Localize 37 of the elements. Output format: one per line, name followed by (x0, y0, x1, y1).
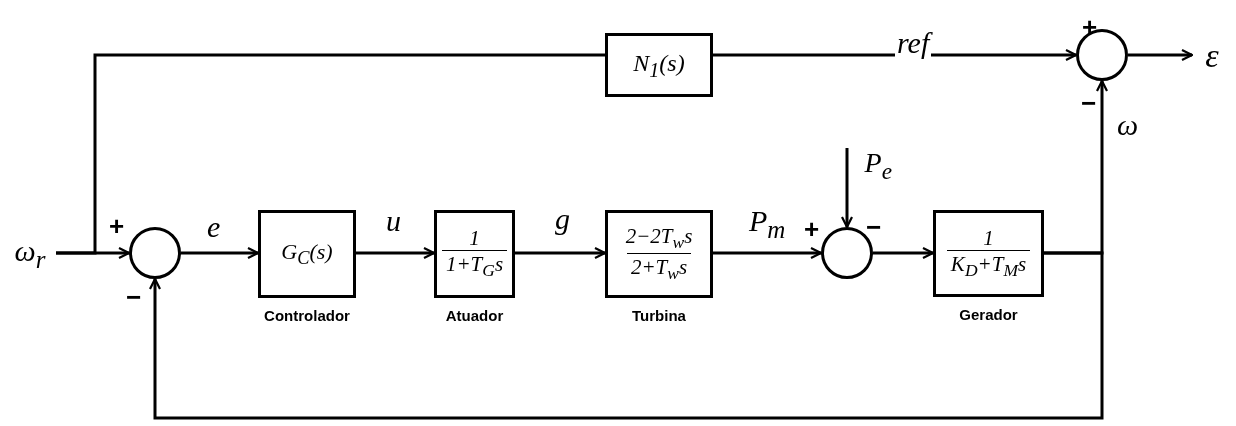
sign-label: + (109, 213, 125, 239)
transfer-function-block (933, 210, 1044, 297)
block-caption: Turbina (631, 307, 687, 324)
signal-line (56, 53, 605, 255)
sign-label: − (1081, 90, 1097, 116)
signal-arrow (713, 246, 823, 260)
fraction-numerator: 1 (982, 226, 995, 250)
fraction-numerator: 2−2T$_{w}$s (624, 225, 694, 253)
transfer-function-block (258, 210, 356, 298)
signal-arrow (713, 48, 1078, 62)
summing-junction (129, 227, 181, 279)
transfer-function-block (434, 210, 515, 298)
fraction-numerator: 1 (468, 227, 481, 251)
signal-label: P$_{e}$ (864, 148, 892, 185)
block-caption: Atuador (444, 307, 505, 324)
signal-arrow (356, 246, 436, 260)
fraction-denominator: K$_{D}$+T$_{M}$s (946, 249, 1031, 281)
signal-arrow (1128, 48, 1194, 62)
sign-label: + (804, 216, 820, 242)
transfer-function: N$_{1}$(s) (633, 49, 685, 81)
signal-arrow (148, 251, 1104, 420)
transfer-function: G$_{C}$(s) (281, 239, 333, 269)
transfer-function-block (605, 210, 713, 298)
signal-label: ε (1205, 37, 1219, 75)
block-caption: Gerador (958, 306, 1019, 323)
sign-label: − (866, 214, 882, 240)
signal-arrow (181, 246, 260, 260)
fraction-denominator: 2+T$_{w}$s (626, 252, 692, 283)
transfer-function-block (605, 33, 713, 97)
block-caption: Controlador (263, 307, 351, 324)
signal-arrow (840, 148, 854, 229)
signal-arrow (515, 246, 607, 260)
sign-label: − (126, 284, 142, 310)
signal-arrow (873, 246, 935, 260)
summing-junction (821, 227, 873, 279)
signal-label: ω$_{r}$ (14, 234, 46, 274)
fraction-denominator: 1+T$_{G}$s (441, 250, 508, 281)
